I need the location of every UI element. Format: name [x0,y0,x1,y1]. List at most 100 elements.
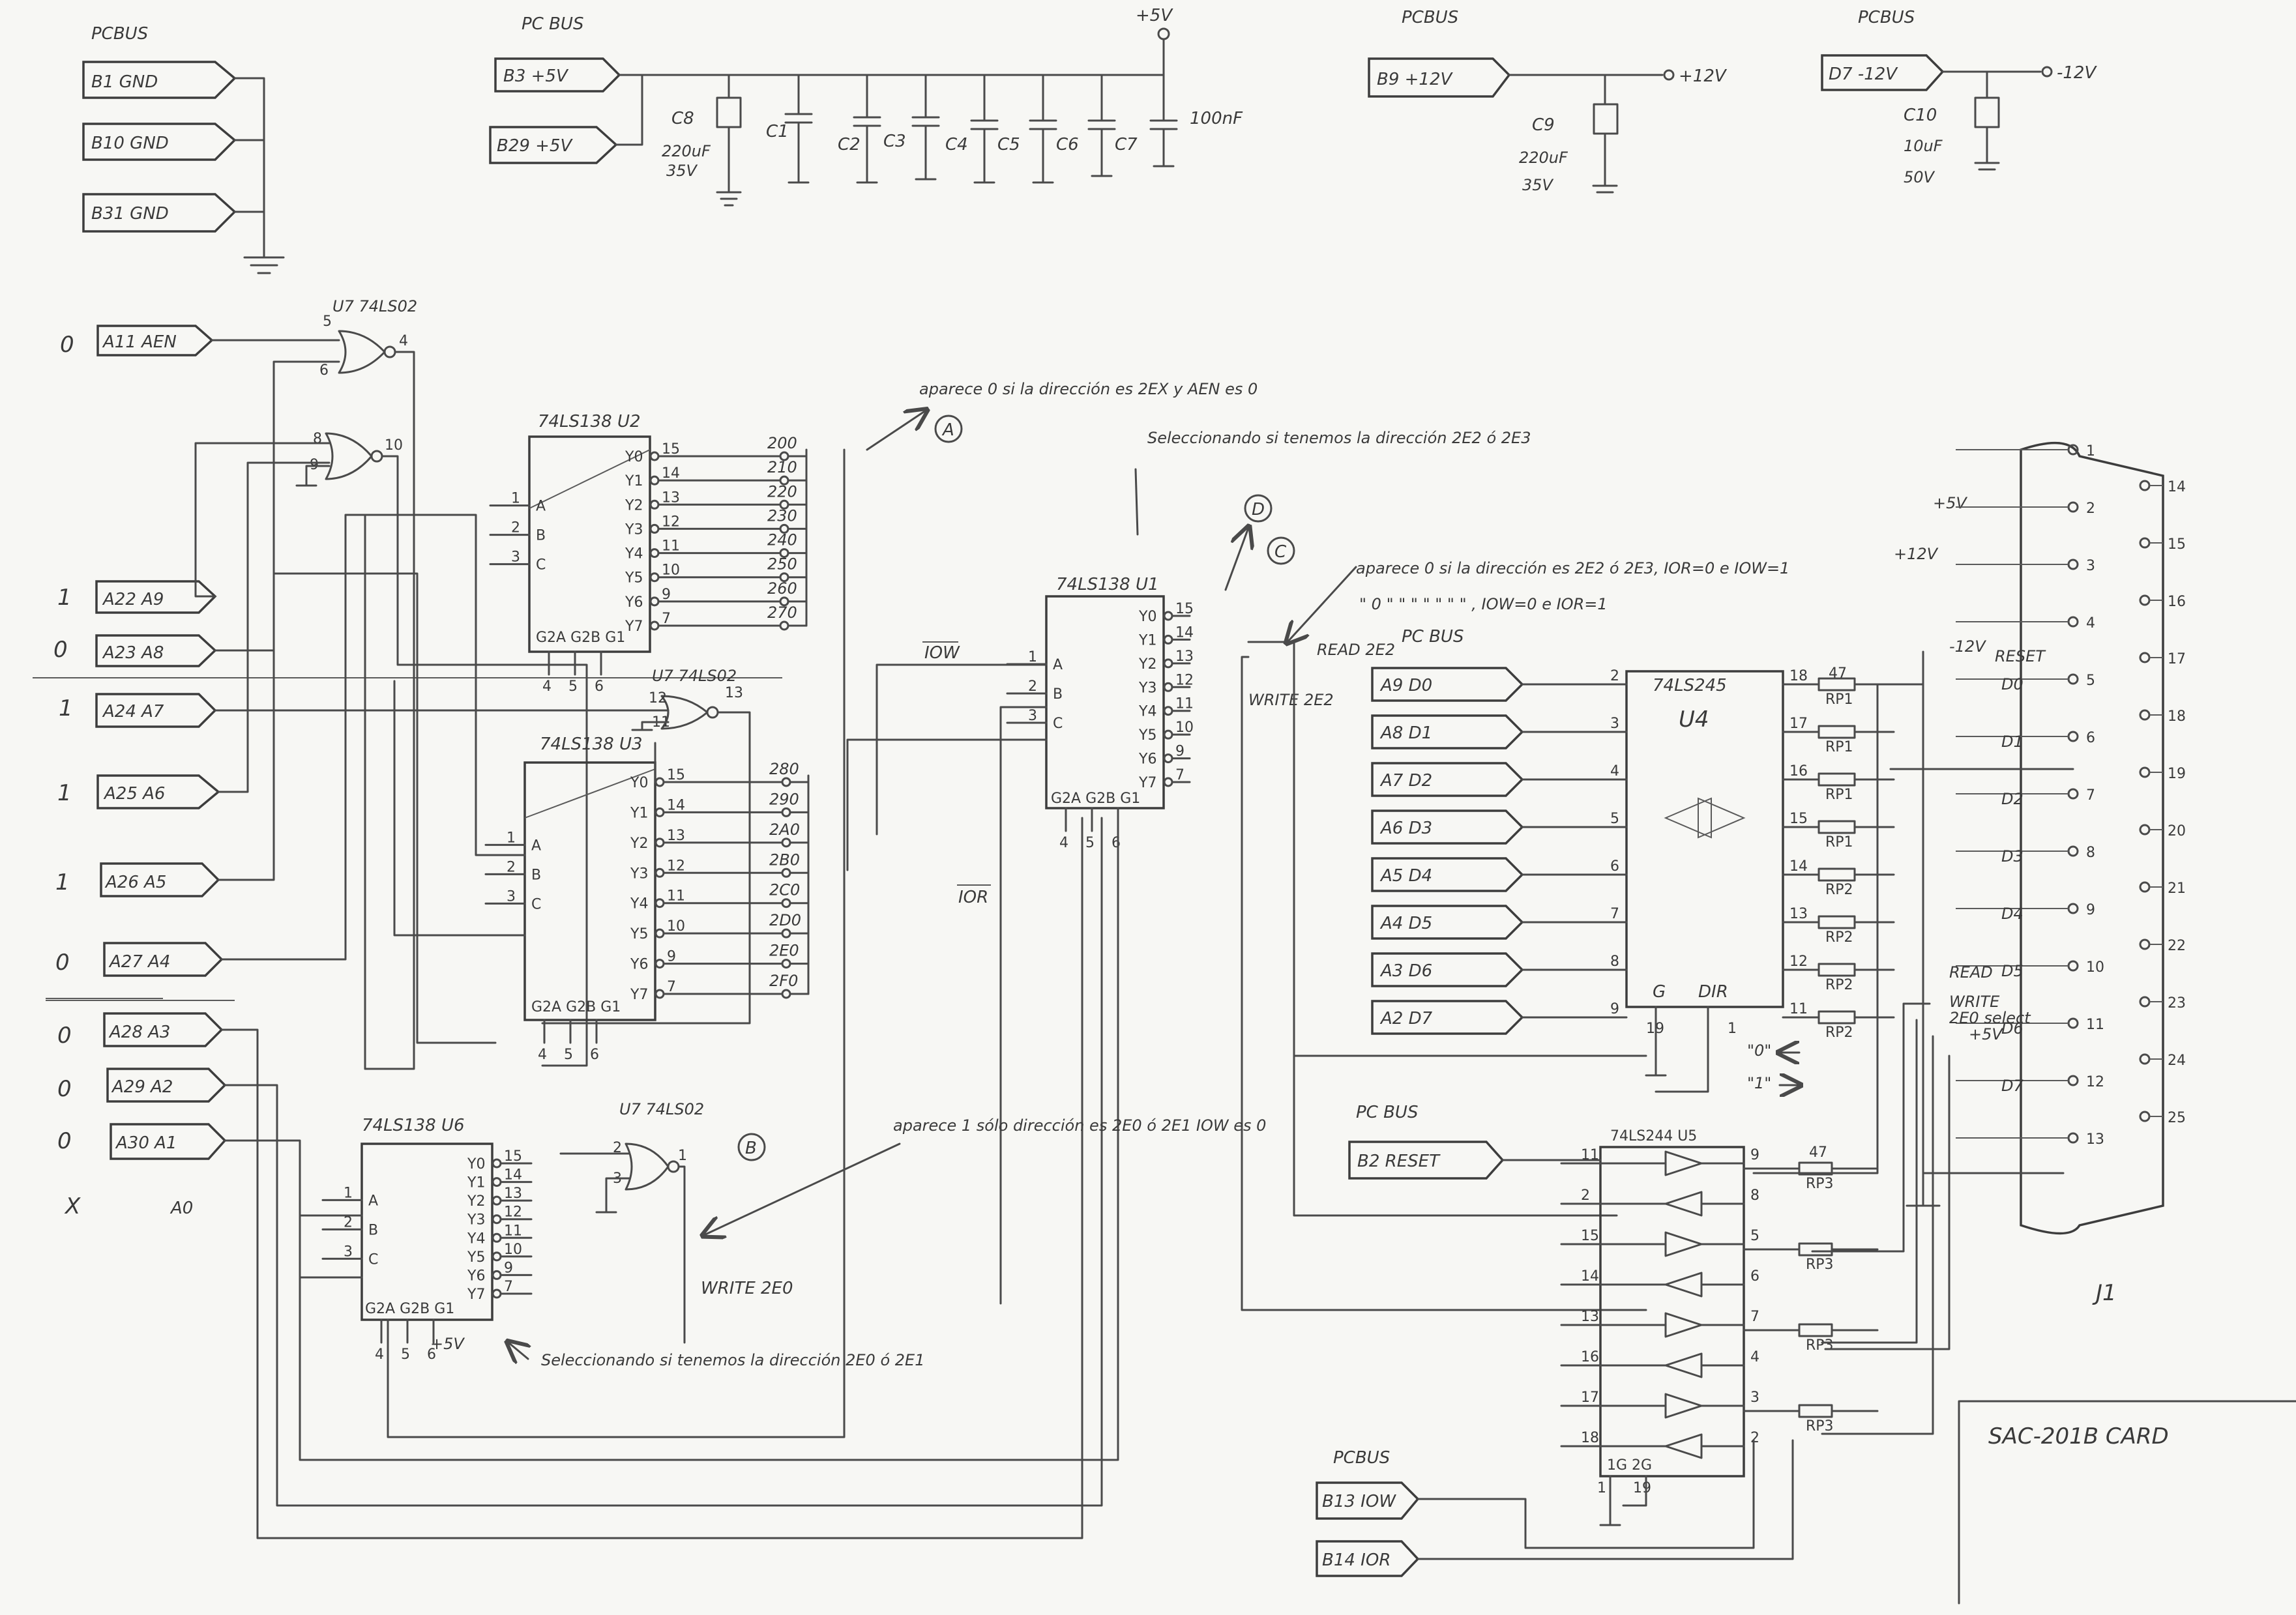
svg-text:16: 16 [2168,594,2186,610]
u3-name: 74LS138 U3 [540,735,643,754]
j1-pin-10 [2067,960,2079,972]
svg-text:RP2: RP2 [1825,1025,1853,1041]
u5-enables: 1G 2G [1607,1457,1652,1474]
p5-rail-label: +5V [1136,6,1173,25]
j1-sig-m12: -12V [1949,637,1986,656]
svg-text:RP1: RP1 [1825,834,1853,851]
u1-read-label: READ 2E2 [1317,641,1395,659]
svg-text:7: 7 [1175,767,1185,783]
u2-pins-out-y5: Y5 [625,570,643,587]
j1-pin-21 [2139,881,2151,893]
pin-a0-label: A0 [169,1199,193,1218]
ior-pin-box [1316,1540,1420,1577]
u3-pins-out-y5: Y5 [630,926,648,942]
svg-text:2: 2 [507,859,516,875]
m12-terminal [2041,66,2053,78]
p12-pin-box [1368,57,1511,98]
pin-a6-label: A25 A6 [103,784,165,804]
ior-pin-label: B14 IOR [1322,1550,1391,1570]
u4-resistor-6 [1818,963,1856,977]
u4-resistor-1 [1818,725,1856,739]
u6-enables: G2A G2B G1 [365,1301,454,1317]
u5-buffer-2 [1664,1231,1703,1257]
u1-pins-out-y2: Y2 [1138,656,1156,673]
u3-pins-addr-2C0: 2C0 [769,881,800,899]
j1-pin-25 [2139,1111,2151,1122]
j1-pin-13 [2067,1132,2079,1144]
svg-text:4: 4 [2086,615,2095,632]
u5-bus-title: PC BUS [1356,1103,1418,1122]
j1-pin-17 [2139,652,2151,663]
svg-text:2: 2 [2086,501,2095,517]
u4-bus-pin-label-1: A8 D1 [1379,723,1432,743]
svg-text:D: D [1252,500,1265,519]
c10-capacitor [1974,96,2000,128]
svg-text:10: 10 [1175,720,1194,736]
u2-name: 74LS138 U2 [538,412,641,431]
pin-a5: 1 A26 A5 [55,862,220,897]
gnd-pin-b1: B1 GND [82,61,237,99]
u4-ref: U4 [1679,706,1709,733]
j1-sig-d0: D0 [2001,675,2024,693]
cap-value: 100nF [1190,109,1243,128]
u3-pins-out-y1: Y1 [630,805,648,821]
svg-text:16: 16 [1581,1349,1599,1365]
pin-a8-state: 0 [53,637,68,663]
j1-label: J1 [2092,1280,2117,1306]
u3-pins-addr-280: 280 [769,760,799,778]
ground-connections: PCBUS B1 GND B10 GND B31 GND [82,24,285,274]
gnd-pin-b31-label: B31 GND [91,204,169,224]
svg-text:8: 8 [1610,953,1619,970]
u2-pins-in-b: B [536,528,546,544]
address-wiring [217,448,1119,1539]
svg-text:24: 24 [2168,1053,2186,1069]
nor-gate-a8: 8 9 10 [194,431,588,1067]
svg-text:4: 4 [542,678,552,695]
j1-sig-d5: D5 [2001,962,2024,980]
svg-text:15: 15 [667,767,685,783]
p12-bus-title: PCBUS [1402,8,1458,27]
marker-b [737,1133,766,1161]
note-b: aparece 1 sólo dirección es 2E0 ó 2E1 IO… [893,1116,1266,1135]
u3-pins-out-y3: Y3 [630,866,648,882]
u4-resistor-2 [1818,772,1856,787]
svg-text:47: 47 [1829,665,1847,682]
c8-voltage: 35V [666,162,698,180]
pin-a4: 0 A27 A4 [55,942,224,977]
svg-text:13: 13 [667,828,685,844]
note-d: Seleccionando si tenemos la dirección 2E… [1147,429,1531,447]
write-2e0-label: WRITE 2E0 [701,1279,793,1298]
pin-a0: X A0 [64,1193,193,1219]
p5-pin-b29-label: B29 +5V [497,136,574,156]
u2-pins-out-y3: Y3 [625,521,643,538]
dir-state-0: "0" [1747,1041,1771,1060]
svg-text:3: 3 [1750,1389,1759,1406]
svg-text:4: 4 [1750,1349,1759,1365]
svg-text:5: 5 [1610,811,1619,827]
u4-resistor-7 [1818,1010,1856,1025]
svg-text:RP3: RP3 [1806,1418,1834,1434]
svg-text:RP3: RP3 [1806,1176,1834,1192]
u2-pins-addr-220: 220 [767,482,797,501]
u6-pins-out-y6: Y6 [467,1268,485,1284]
c9-voltage: 35V [1522,176,1554,194]
svg-text:13: 13 [725,685,743,701]
j1-pin-23 [2139,996,2151,1008]
svg-text:3: 3 [344,1244,353,1260]
svg-text:4: 4 [399,333,408,349]
u6-pins-in-a: A [368,1193,378,1209]
u4-g-label: G [1653,982,1666,1002]
annotations: aparece 0 si la dirección es 2EX y AEN e… [508,380,1789,1369]
svg-text:13: 13 [1175,648,1194,665]
c6-ref: C6 [1056,135,1079,154]
j1-sig-5v: +5V [1969,1025,2003,1043]
svg-text:19: 19 [1633,1480,1651,1496]
j1-pin-7 [2067,788,2079,800]
u4-bus-pin-label-5: A4 D5 [1379,914,1432,933]
u2-pins-out-y0: Y0 [625,449,643,465]
svg-text:14: 14 [1789,858,1808,875]
nor-gate-a7: U7 74LS02 12 11 13 [214,667,751,1025]
j1-supply12-label: +12V [1894,545,1939,563]
svg-text:11: 11 [1789,1001,1808,1017]
svg-text:A: A [941,420,954,440]
